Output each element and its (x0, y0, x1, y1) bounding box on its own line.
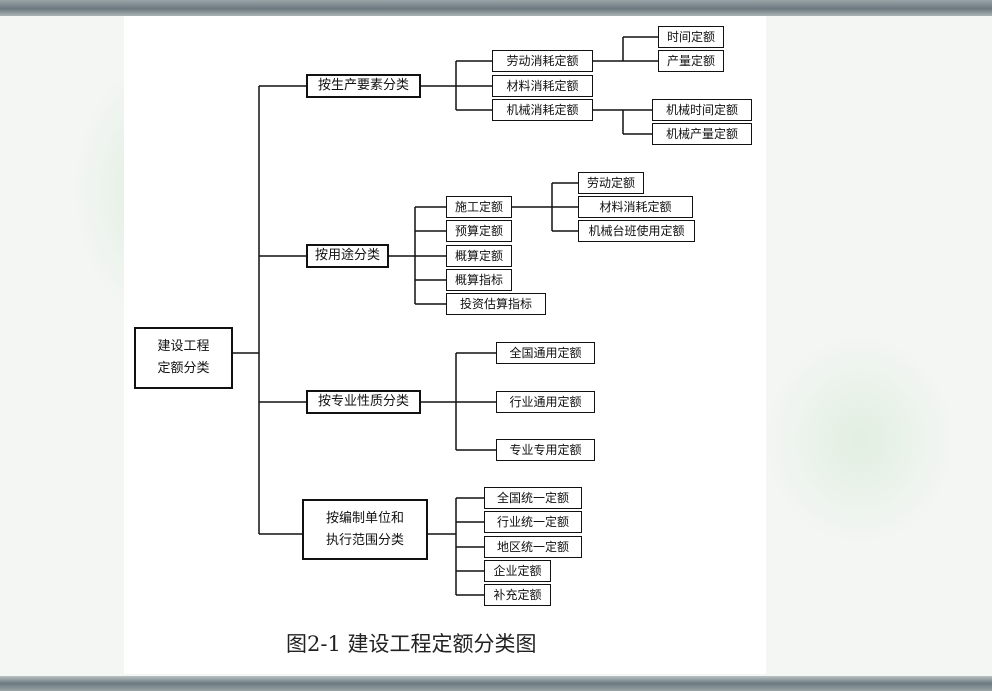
labor-consumption-quota-node: 劳动消耗定额 (492, 50, 593, 72)
supplementary-quota-node: 补充定额 (484, 584, 551, 606)
enterprise-quota-node: 企业定额 (484, 560, 551, 582)
estimate-quota-node: 概算定额 (446, 245, 512, 267)
branch-compiling-unit-line1: 按编制单位和 (325, 510, 404, 526)
labor-quota-node: 劳动定额 (578, 172, 644, 194)
industry-unified-quota-node: 行业统一定额 (484, 511, 582, 533)
specialty-specific-quota-node: 专业专用定额 (496, 439, 595, 461)
branch-usage-node: 按用途分类 (306, 244, 389, 268)
industry-general-quota-node: 行业通用定额 (496, 391, 595, 413)
machine-time-quota-node: 机械时间定额 (652, 99, 752, 121)
machine-shift-usage-quota-node: 机械台班使用定额 (578, 220, 695, 242)
branch-production-factor-node: 按生产要素分类 (306, 74, 421, 98)
time-quota-node: 时间定额 (658, 26, 724, 48)
machine-output-quota-node: 机械产量定额 (652, 123, 752, 145)
national-unified-quota-node: 全国统一定额 (484, 487, 582, 509)
branch-professional-nature-node: 按专业性质分类 (306, 390, 421, 414)
regional-unified-quota-node: 地区统一定额 (484, 536, 582, 558)
branch-compiling-unit-line2: 执行范围分类 (325, 532, 404, 548)
root-node-line1: 建设工程 (157, 339, 210, 354)
top-frame-bar (0, 0, 992, 16)
background-leaf-decoration-right (760, 330, 960, 550)
estimate-index-node: 概算指标 (446, 269, 512, 291)
branch-compiling-unit-node: 按编制单位和 执行范围分类 (302, 499, 428, 560)
material-consumption-quota-sub-node: 材料消耗定额 (578, 196, 693, 218)
output-quota-node: 产量定额 (658, 50, 724, 72)
root-node-line2: 定额分类 (157, 361, 210, 376)
construction-quota-node: 施工定额 (446, 196, 512, 218)
national-general-quota-node: 全国通用定额 (496, 342, 595, 364)
bottom-frame-bar (0, 676, 992, 691)
investment-estimate-index-node: 投资估算指标 (446, 293, 546, 315)
material-consumption-quota-node: 材料消耗定额 (492, 75, 593, 97)
figure-caption: 图2-1 建设工程定额分类图 (286, 632, 537, 656)
budget-quota-node: 预算定额 (446, 220, 512, 242)
root-node: 建设工程 定额分类 (134, 327, 233, 389)
machine-consumption-quota-node: 机械消耗定额 (492, 99, 593, 121)
